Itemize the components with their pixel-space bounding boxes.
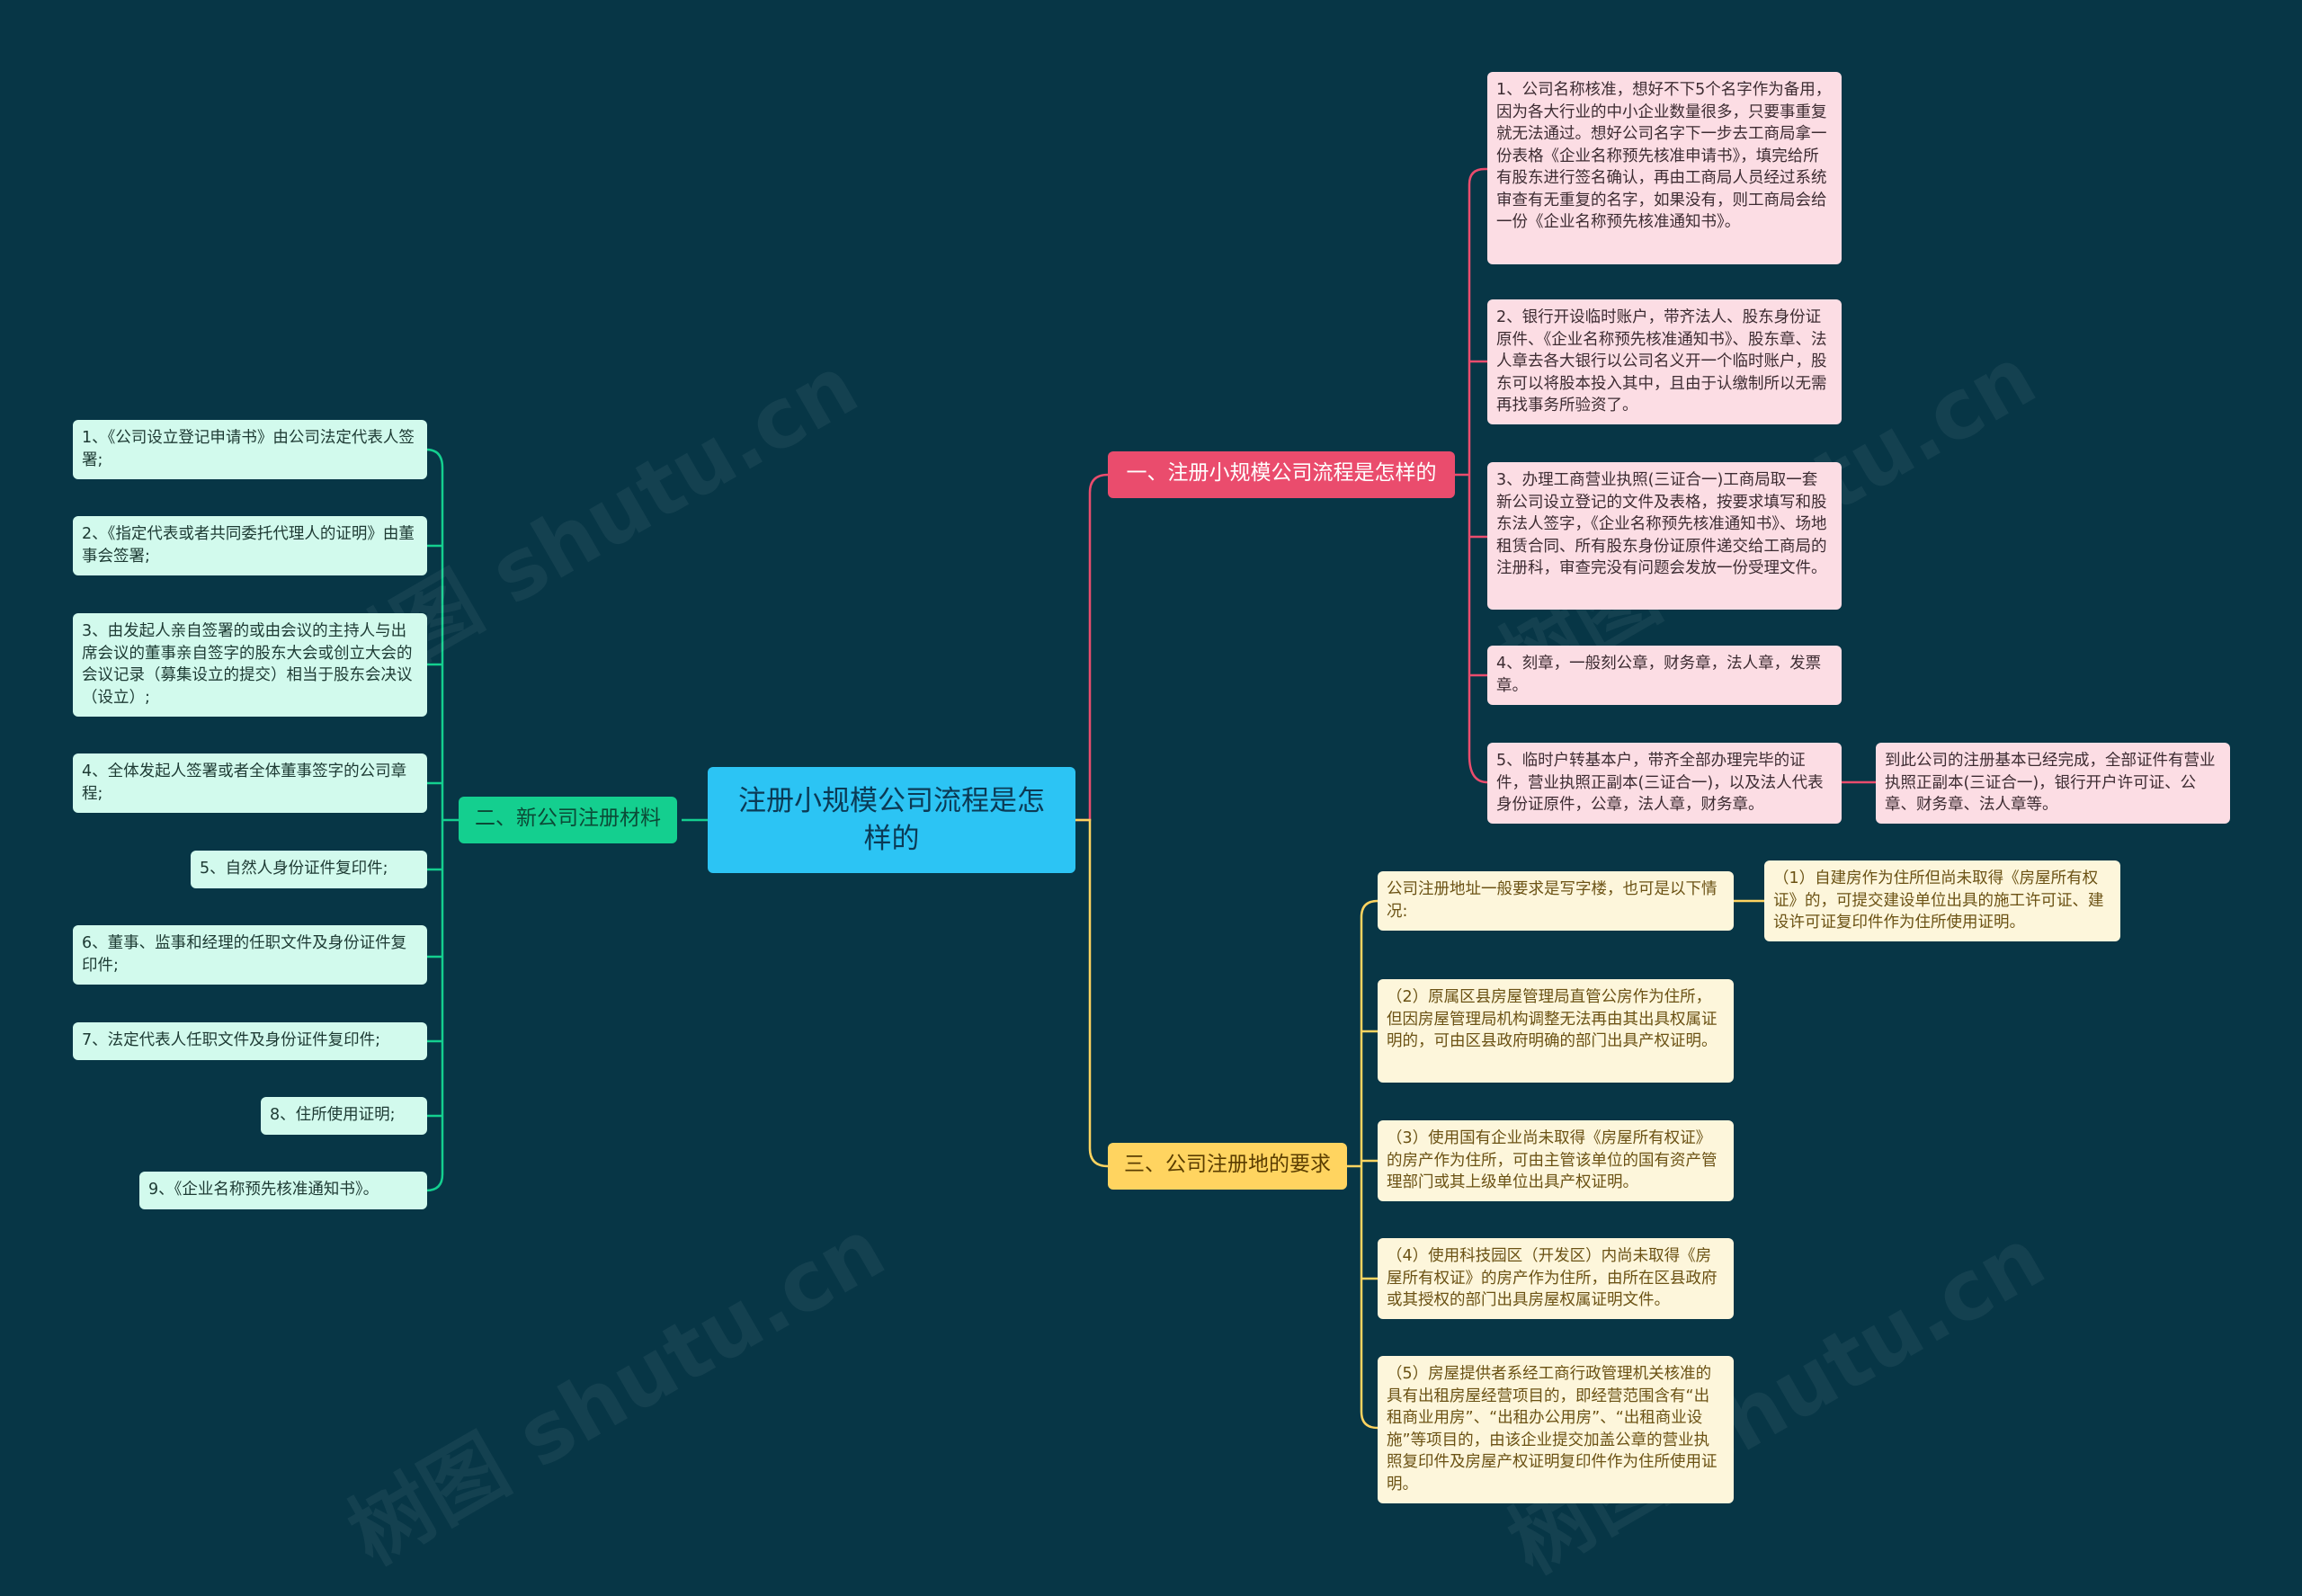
materials-item-2[interactable]: 2、《指定代表或者共同委托代理人的证明》由董事会签署; (73, 516, 427, 575)
process-summary[interactable]: 到此公司的注册基本已经完成，全部证件有营业执照正副本(三证合一)，银行开户许可证… (1876, 743, 2230, 824)
branch-process[interactable]: 一、注册小规模公司流程是怎样的 (1108, 451, 1455, 498)
edge-materials-leaves (425, 448, 459, 1192)
branch-materials[interactable]: 二、新公司注册材料 (459, 797, 677, 843)
materials-item-8[interactable]: 8、住所使用证明; (261, 1097, 427, 1135)
materials-item-4[interactable]: 4、全体发起人签署或者全体董事签字的公司章程; (73, 753, 427, 813)
materials-item-3[interactable]: 3、由发起人亲自签署的或由会议的主持人与出席会议的董事亲自签字的股东大会或创立大… (73, 613, 427, 717)
address-case-2[interactable]: （2）原属区县房屋管理局直管公房作为住所，但因房屋管理局机构调整无法再由其出具权… (1378, 979, 1734, 1083)
edge-address-leaves (1347, 899, 1379, 1430)
address-case-4[interactable]: （4）使用科技园区（开发区）内尚未取得《房屋所有权证》的房产作为住所，由所在区县… (1378, 1238, 1734, 1319)
materials-item-6[interactable]: 6、董事、监事和经理的任职文件及身份证件复印件; (73, 925, 427, 985)
process-step-1[interactable]: 1、公司名称核准，想好不下5个名字作为备用，因为各大行业的中小企业数量很多，只要… (1487, 72, 1842, 264)
address-case-3[interactable]: （3）使用国有企业尚未取得《房屋所有权证》的房产作为住所，可由主管该单位的国有资… (1378, 1120, 1734, 1201)
address-intro[interactable]: 公司注册地址一般要求是写字楼，也可是以下情况: (1378, 871, 1734, 931)
address-case-1[interactable]: （1）自建房作为住所但尚未取得《房屋所有权证》的，可提交建设单位出具的施工许可证… (1764, 860, 2120, 941)
materials-item-7[interactable]: 7、法定代表人任职文件及身份证件复印件; (73, 1022, 427, 1060)
branch-address[interactable]: 三、公司注册地的要求 (1108, 1143, 1347, 1190)
process-step-2[interactable]: 2、银行开设临时账户，带齐法人、股东身份证原件、《企业名称预先核准通知书》、股东… (1487, 299, 1842, 424)
edge-center-address (1075, 818, 1109, 1168)
materials-item-5[interactable]: 5、自然人身份证件复印件; (191, 851, 427, 888)
edge-center-process (1075, 473, 1109, 822)
address-case-5[interactable]: （5）房屋提供者系经工商行政管理机关核准的具有出租房屋经营项目的，即经营范围含有… (1378, 1356, 1734, 1503)
process-step-3[interactable]: 3、办理工商营业执照(三证合一)工商局取一套新公司设立登记的文件及表格，按要求填… (1487, 462, 1842, 610)
process-step-5[interactable]: 5、临时户转基本户，带齐全部办理完毕的证件，营业执照正副本(三证合一)，以及法人… (1487, 743, 1842, 824)
materials-item-9[interactable]: 9、《企业名称预先核准通知书》。 (139, 1172, 427, 1209)
materials-item-1[interactable]: 1、《公司设立登记申请书》由公司法定代表人签署; (73, 420, 427, 479)
process-step-4[interactable]: 4、刻章，一般刻公章，财务章，法人章，发票章。 (1487, 646, 1842, 705)
edge-process-leaves (1455, 167, 1488, 784)
center-topic[interactable]: 注册小规模公司流程是怎样的 (708, 767, 1075, 873)
